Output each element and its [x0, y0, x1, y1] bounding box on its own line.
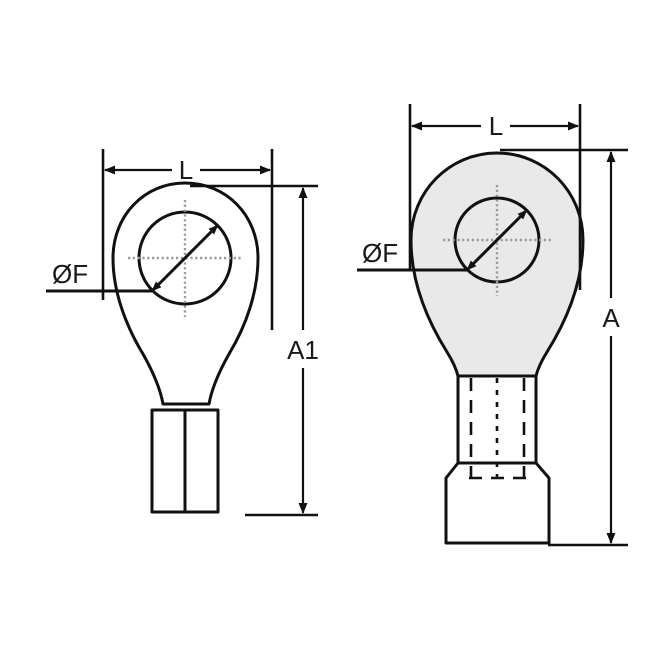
right-length-label: L: [489, 111, 503, 141]
right-figure-group: ØF L A: [357, 104, 628, 547]
right-height-label: A: [602, 303, 620, 333]
right-hole-diameter-label: ØF: [362, 238, 398, 268]
left-length-label: L: [179, 155, 193, 185]
right-insulation-sleeve-outline: [444, 461, 551, 545]
left-hole-diameter-label: ØF: [52, 259, 88, 289]
left-ring-body-outline: [111, 181, 260, 406]
left-hole-diameter-arrow: [150, 223, 220, 293]
left-figure-group: ØF L A1: [46, 149, 319, 517]
left-height-label: A1: [287, 335, 319, 365]
right-hole-diameter-arrow: [465, 208, 529, 272]
